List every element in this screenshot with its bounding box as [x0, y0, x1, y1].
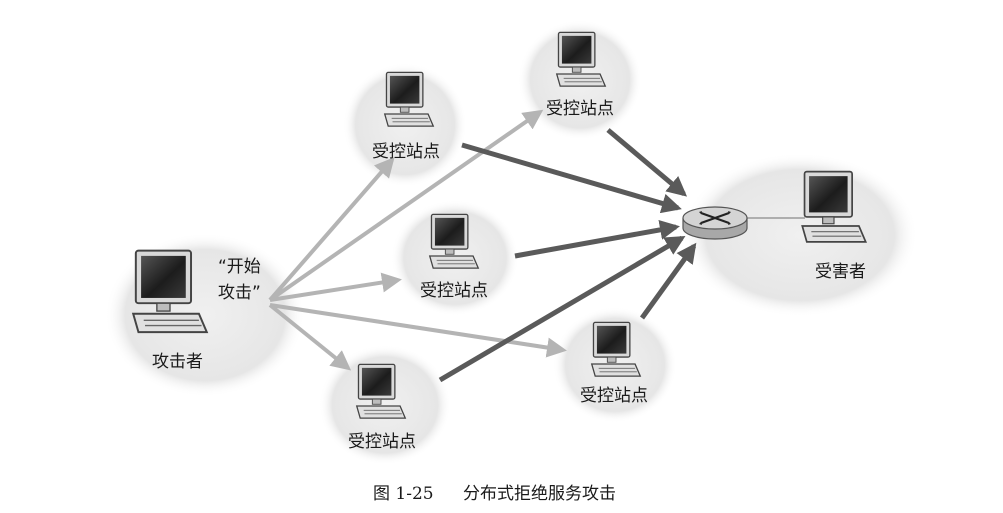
command-arrow-3: [269, 272, 402, 302]
victim-label: 受害者: [815, 262, 866, 282]
zombie-label-2: 受控站点: [546, 99, 614, 119]
command-arrow-2: [268, 109, 544, 302]
zombie-label-3: 受控站点: [420, 281, 488, 301]
victim-blob: [682, 153, 918, 317]
figure-number: 图 1-25: [373, 484, 434, 504]
zombie-label-1: 受控站点: [372, 142, 440, 162]
zombie-label-4: 受控站点: [348, 432, 416, 452]
attacker-speech-line1: “开始: [218, 257, 261, 277]
attacker-label: 攻击者: [152, 352, 203, 372]
attack-arrow-5: [639, 242, 697, 320]
attack-arrows: [438, 128, 697, 383]
zombie-blob-4: [319, 345, 451, 465]
command-arrow-5: [269, 303, 567, 358]
router-icon: [682, 206, 748, 240]
zombie-label-5: 受控站点: [580, 386, 648, 406]
command-arrows: [268, 109, 567, 371]
attack-arrow-4: [438, 235, 686, 383]
command-arrow-1: [268, 156, 395, 302]
attack-arrow-3: [514, 219, 680, 259]
attack-arrow-2: [606, 128, 688, 197]
command-arrow-4: [268, 303, 352, 371]
attack-arrow-1: [461, 142, 682, 214]
figure-title: 分布式拒绝服务攻击: [463, 484, 616, 504]
attacker-speech-line2: 攻击”: [218, 283, 261, 303]
background-blobs: [105, 20, 918, 465]
